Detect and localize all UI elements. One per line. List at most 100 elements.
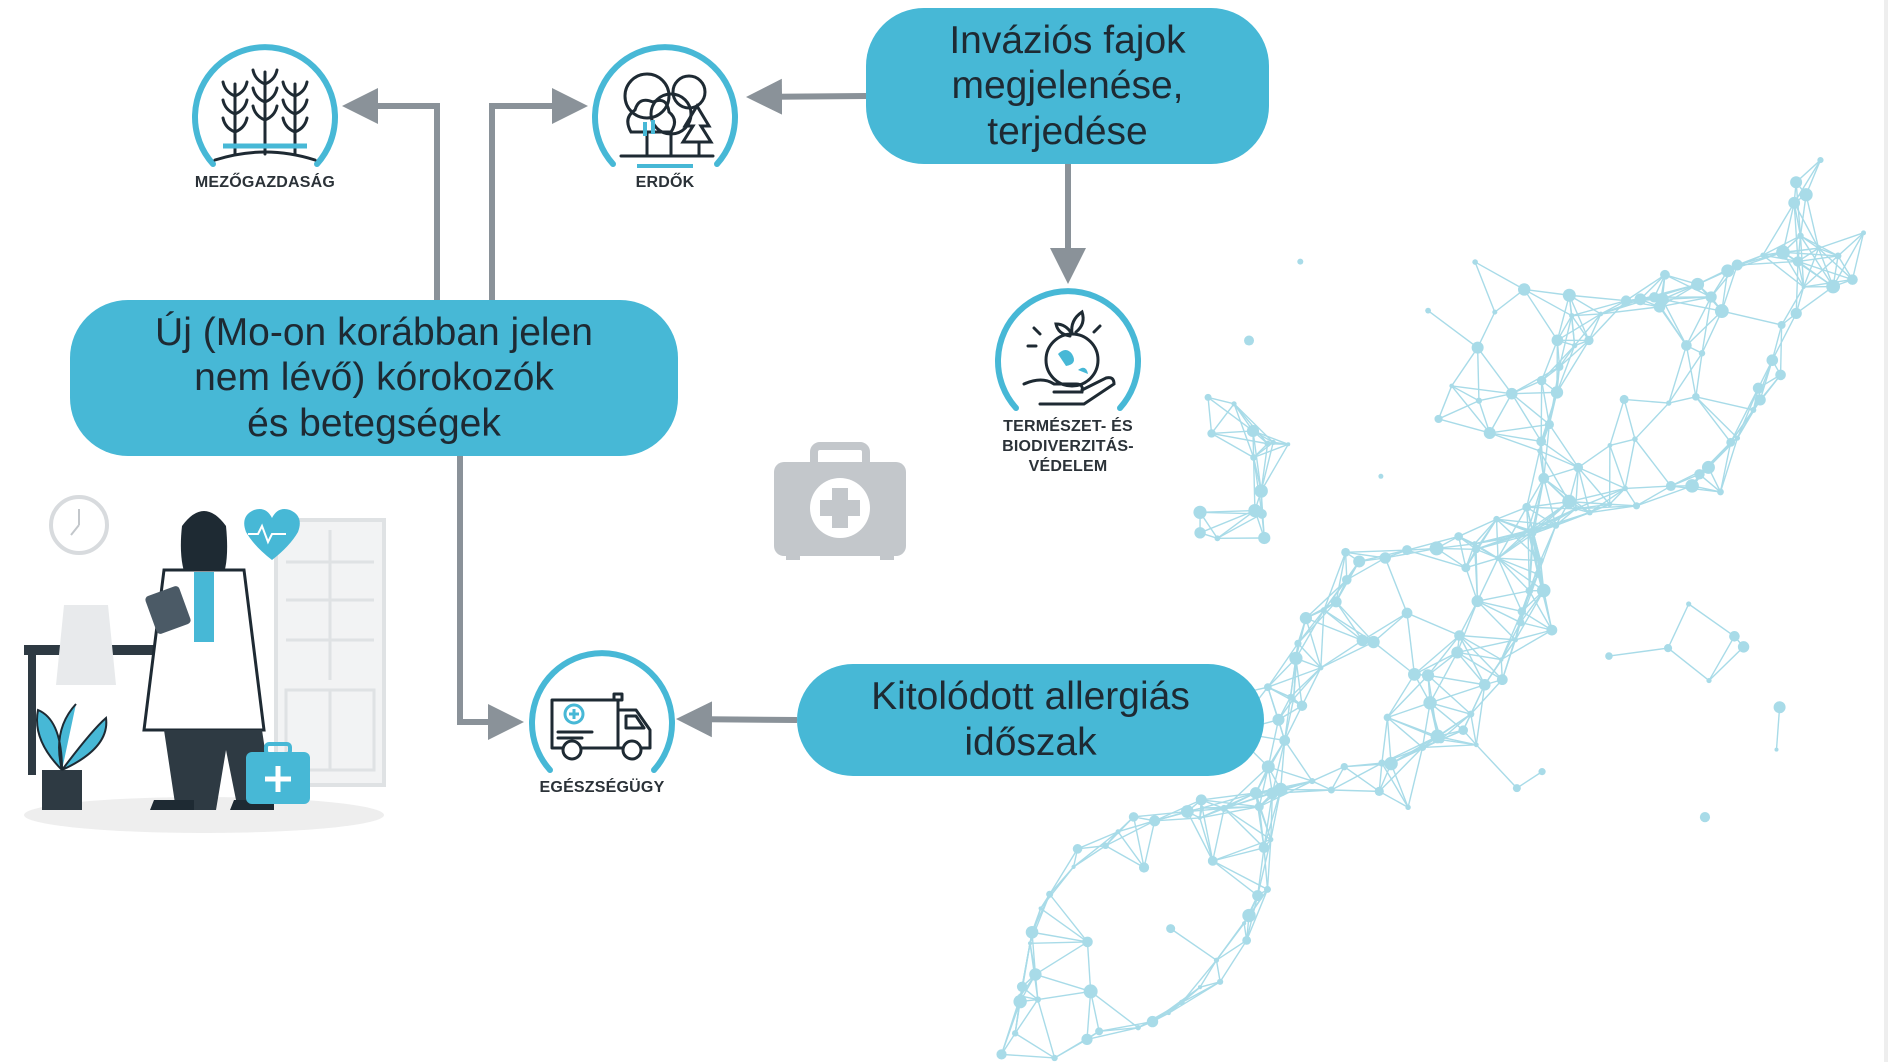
edge-allergy-health bbox=[676, 701, 798, 738]
dna-node bbox=[1517, 607, 1527, 616]
dna-link bbox=[1496, 506, 1527, 520]
dna-link bbox=[1456, 600, 1479, 653]
dna-link bbox=[1476, 600, 1516, 641]
dna-link bbox=[1475, 549, 1479, 602]
dna-link bbox=[1268, 766, 1313, 782]
dna-node bbox=[1029, 968, 1042, 981]
dna-node bbox=[1536, 375, 1547, 386]
dna-link bbox=[1267, 719, 1280, 768]
dna-node bbox=[1666, 400, 1672, 406]
dna-link bbox=[1489, 423, 1550, 434]
dna-link bbox=[1511, 391, 1557, 395]
dna-node bbox=[1692, 393, 1700, 401]
dna-link bbox=[1295, 609, 1325, 659]
dna-link bbox=[1662, 298, 1722, 312]
dna-node bbox=[1634, 293, 1647, 306]
dna-node bbox=[1309, 777, 1316, 785]
dna-node bbox=[1537, 448, 1542, 454]
dna-link bbox=[1568, 294, 1590, 341]
dna-link bbox=[1105, 820, 1155, 847]
dna-link bbox=[1782, 202, 1795, 253]
dna-link bbox=[1384, 557, 1408, 614]
dna-link bbox=[1667, 603, 1690, 649]
dna-link bbox=[1457, 639, 1516, 654]
dna-link bbox=[1775, 707, 1781, 750]
dna-link bbox=[1373, 641, 1415, 675]
dna-link bbox=[1035, 973, 1091, 993]
dna-node bbox=[1273, 782, 1288, 797]
dna-link bbox=[1212, 860, 1268, 891]
dna-node bbox=[1250, 454, 1258, 461]
dna-link bbox=[1577, 467, 1591, 513]
dna-link bbox=[1589, 503, 1610, 514]
dna-node bbox=[1268, 836, 1274, 843]
dna-link bbox=[1685, 345, 1697, 397]
dna-node bbox=[1760, 252, 1766, 258]
dna-link bbox=[1099, 1020, 1153, 1033]
dna-node bbox=[1383, 713, 1392, 722]
dna-link bbox=[1538, 450, 1570, 502]
doctor-office-illustration bbox=[24, 495, 386, 833]
dna-node bbox=[1512, 784, 1521, 793]
dna-link bbox=[1540, 340, 1559, 381]
dna-link bbox=[1782, 251, 1839, 257]
dna-link bbox=[1295, 658, 1303, 706]
dna-node bbox=[1731, 259, 1743, 271]
dna-node bbox=[1296, 700, 1308, 711]
dna-link bbox=[1543, 424, 1551, 479]
dna-node bbox=[1451, 646, 1464, 659]
dna-link bbox=[1037, 999, 1056, 1059]
dna-link bbox=[1390, 735, 1438, 765]
dna-link bbox=[1427, 310, 1479, 349]
dna-link bbox=[1736, 387, 1759, 439]
dna-node bbox=[1429, 541, 1444, 556]
dna-link bbox=[1526, 477, 1545, 508]
dna-node bbox=[1072, 844, 1083, 854]
dna-node bbox=[1402, 545, 1413, 556]
dna-link bbox=[1497, 506, 1528, 559]
dna-node bbox=[1046, 890, 1054, 898]
dna-node bbox=[1573, 462, 1584, 473]
dna-link bbox=[1212, 838, 1272, 862]
dna-node bbox=[1320, 607, 1327, 614]
label-nature-line-2: BIODIVERZITÁS- bbox=[1002, 438, 1134, 455]
dna-node bbox=[1686, 601, 1692, 607]
dna-node bbox=[1038, 906, 1043, 911]
dna-node bbox=[1694, 469, 1705, 480]
dna-node bbox=[1729, 631, 1740, 642]
dna-link bbox=[1578, 466, 1626, 490]
dna-link bbox=[1201, 792, 1256, 801]
dna-link bbox=[1429, 652, 1458, 704]
dna-node bbox=[1653, 301, 1666, 313]
dna-node bbox=[1619, 394, 1629, 404]
dna-link bbox=[1335, 601, 1363, 641]
dna-node bbox=[1544, 419, 1554, 430]
dna-link bbox=[1497, 557, 1545, 592]
dna-node bbox=[1734, 435, 1741, 441]
dna-link bbox=[1497, 530, 1529, 559]
dna-link bbox=[1406, 549, 1467, 569]
dna-link bbox=[1301, 667, 1322, 707]
dna-link bbox=[1387, 702, 1431, 719]
dna-link bbox=[1233, 403, 1255, 458]
trees-icon bbox=[592, 44, 738, 168]
node-invasive-line-3: terjedése bbox=[987, 109, 1148, 153]
dna-link bbox=[1636, 485, 1672, 507]
dna-node bbox=[1493, 515, 1500, 523]
dna-link bbox=[1533, 501, 1570, 535]
dna-link bbox=[1609, 487, 1626, 505]
dna-node bbox=[1458, 725, 1469, 736]
dna-link bbox=[1527, 508, 1576, 532]
dna-node bbox=[1180, 805, 1194, 818]
dna-link bbox=[1267, 657, 1297, 688]
dna-link bbox=[1624, 439, 1636, 489]
dna-link bbox=[1659, 296, 1712, 308]
dna-link bbox=[1500, 629, 1553, 661]
dna-link bbox=[1695, 396, 1754, 411]
dna-link bbox=[1589, 505, 1637, 514]
dna-node bbox=[1530, 530, 1537, 537]
dna-link bbox=[1267, 443, 1289, 445]
dna-link bbox=[1474, 261, 1525, 291]
dna-node bbox=[1135, 1024, 1141, 1031]
dna-link bbox=[1609, 399, 1625, 446]
